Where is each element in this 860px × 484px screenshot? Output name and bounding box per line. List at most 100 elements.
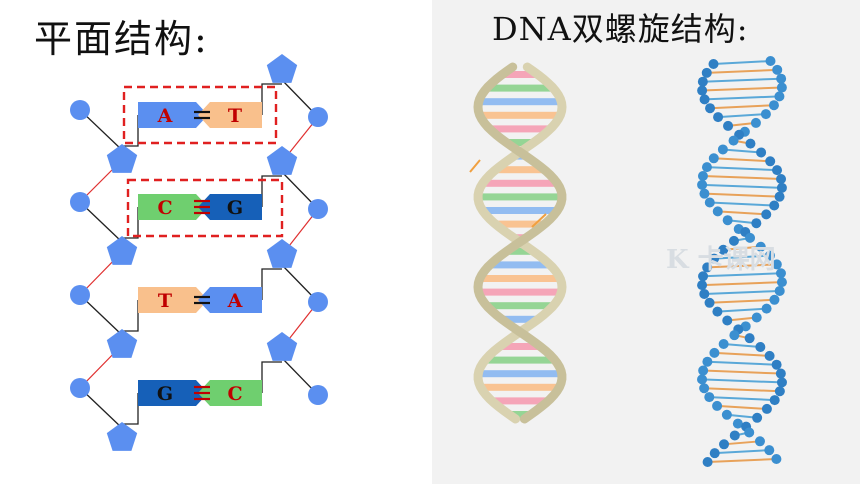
base-pair-stick [707, 458, 777, 463]
nucleotide-ball [697, 85, 708, 96]
base-pair-stick [713, 157, 771, 163]
nucleotide-ball [697, 76, 708, 87]
phosphate-icon [70, 192, 90, 212]
base-letter: C [157, 197, 172, 219]
base-pair-stick [726, 413, 758, 419]
nucleotide-ball [776, 182, 787, 193]
base-letter: C [227, 383, 242, 405]
base-pair-stick [704, 387, 780, 393]
base-pair-rung [508, 411, 532, 418]
base-letter: A [157, 105, 173, 127]
nucleotide-ball [755, 241, 766, 252]
nucleotide-ball [701, 162, 712, 173]
deoxyribose-icon [106, 144, 138, 173]
nucleotide-ball [702, 457, 713, 467]
sugar-base-link [261, 361, 282, 393]
base-pair-stick [717, 404, 767, 410]
nucleotide-ball [712, 400, 723, 411]
svg-text:K 卡课网: K 卡课网 [666, 245, 776, 275]
base-pair-stick [702, 378, 782, 384]
base-g-block [198, 194, 262, 220]
nucleotide-ball [718, 339, 729, 350]
base-pair-stick [702, 281, 782, 287]
direction-arrow [469, 159, 481, 173]
base-pair-stick [714, 254, 770, 260]
nucleotide-ball [769, 200, 780, 211]
direction-arrow [531, 213, 547, 228]
dashed-highlight-boxes [122, 85, 284, 238]
sugar-base-link [261, 83, 282, 115]
base-pair-stick [704, 192, 780, 198]
base-pair-rung [478, 370, 562, 378]
phosphate-icon [308, 199, 328, 219]
nucleotide-ball [761, 303, 772, 314]
nucleotide-ball [729, 330, 740, 341]
nucleotide-ball [768, 100, 779, 111]
nucleotide-ball [697, 170, 708, 181]
base-pair-stick [702, 86, 782, 92]
base-pair-stick [723, 245, 761, 251]
nucleotide-ball [699, 288, 710, 299]
nucleotide-ball [698, 271, 709, 282]
nucleotide-ball [776, 82, 787, 93]
base-pair-rung [486, 302, 554, 310]
nucleotide-ball [750, 117, 761, 128]
nucleotide-ball [732, 418, 743, 429]
base-pair-stick [717, 210, 767, 216]
backbone-ribbon [473, 62, 567, 424]
sugar-base-link [261, 268, 282, 300]
base-pair-rung [480, 383, 560, 391]
nucleotide-ball [774, 285, 785, 296]
base-pair-stick [717, 307, 767, 313]
base-pair-rung [478, 288, 562, 296]
base-pair-stick [709, 201, 775, 207]
base-pair-rung [507, 247, 533, 255]
base-pair-stick [704, 95, 780, 101]
nucleotide-ball [775, 268, 786, 279]
base-pair-rung [489, 125, 551, 133]
nucleotide-ball [769, 294, 780, 305]
nucleotide-ball [756, 147, 767, 158]
nucleotide-ball [772, 64, 783, 75]
ball-stick-helix-illustration [697, 56, 787, 467]
base-pair-stick [709, 298, 775, 304]
base-pair-rung [487, 84, 553, 92]
nucleotide-ball [771, 454, 782, 464]
nucleotide-ball [729, 430, 740, 441]
base-pair-rung [483, 179, 557, 187]
base-pair-stick [722, 148, 762, 154]
nucleotide-ball [751, 218, 762, 229]
deoxyribose-icon [266, 332, 298, 361]
nucleotide-ball [697, 280, 708, 291]
nucleotide-ball [702, 356, 713, 367]
nucleotide-ball [776, 173, 787, 184]
base-pair-rung [478, 193, 562, 201]
base-pair-stick [714, 449, 770, 455]
base-pair-stick [723, 440, 761, 446]
nucleotide-ball [745, 232, 756, 243]
nucleotide-ball [708, 59, 719, 69]
nucleotide-ball [704, 392, 715, 403]
deoxyribose-icon [266, 146, 298, 175]
deoxyribose-icon [266, 54, 298, 83]
nucleotide-ball [774, 386, 785, 397]
nucleotide-ball [712, 306, 723, 317]
base-pair-rung [500, 343, 540, 350]
base-pair-rung [501, 315, 539, 323]
base-pair-stick [707, 360, 777, 366]
nucleotide-ball [751, 312, 762, 323]
base-c-block [138, 194, 208, 220]
base-pair-rung [505, 139, 535, 146]
nucleotide-ball [774, 91, 785, 102]
phosphate-icon [308, 292, 328, 312]
base-pair-stick [706, 68, 778, 74]
nucleotide-units [70, 54, 328, 451]
nucleotide-ball [769, 395, 780, 406]
nucleotide-ball [721, 409, 732, 420]
nucleotide-ball [760, 109, 771, 120]
base-pair-rung [494, 220, 546, 228]
nucleotide-ball [699, 383, 710, 394]
base-pair-stick [702, 183, 782, 189]
